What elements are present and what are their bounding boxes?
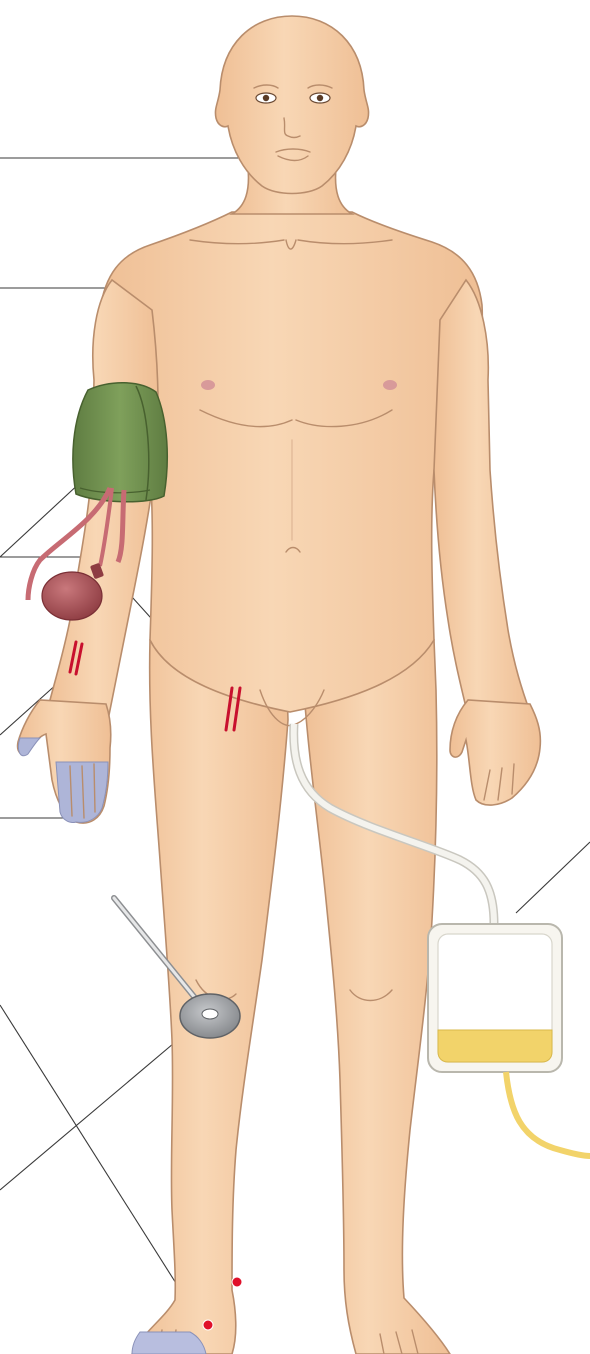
bulb-icon (42, 572, 102, 620)
cyanotic-toes (132, 1332, 206, 1354)
dorsalis-pedis-pulse-point (203, 1320, 213, 1330)
cyanotic-thumb (18, 738, 40, 756)
cuff-icon (73, 383, 167, 502)
left-nipple (201, 380, 215, 390)
right-nipple (383, 380, 397, 390)
right-arm (434, 280, 530, 716)
drain-tube (506, 1072, 590, 1156)
leader-line-doppler (0, 1038, 180, 1190)
body (18, 16, 541, 1354)
leader-line-urine-bag (516, 842, 590, 913)
posterior-tibial-pulse-point (232, 1277, 242, 1287)
head (215, 16, 368, 194)
urine-level (438, 1030, 552, 1062)
leader-line-pedal-pulse (0, 1005, 198, 1318)
right-hand (450, 700, 540, 805)
